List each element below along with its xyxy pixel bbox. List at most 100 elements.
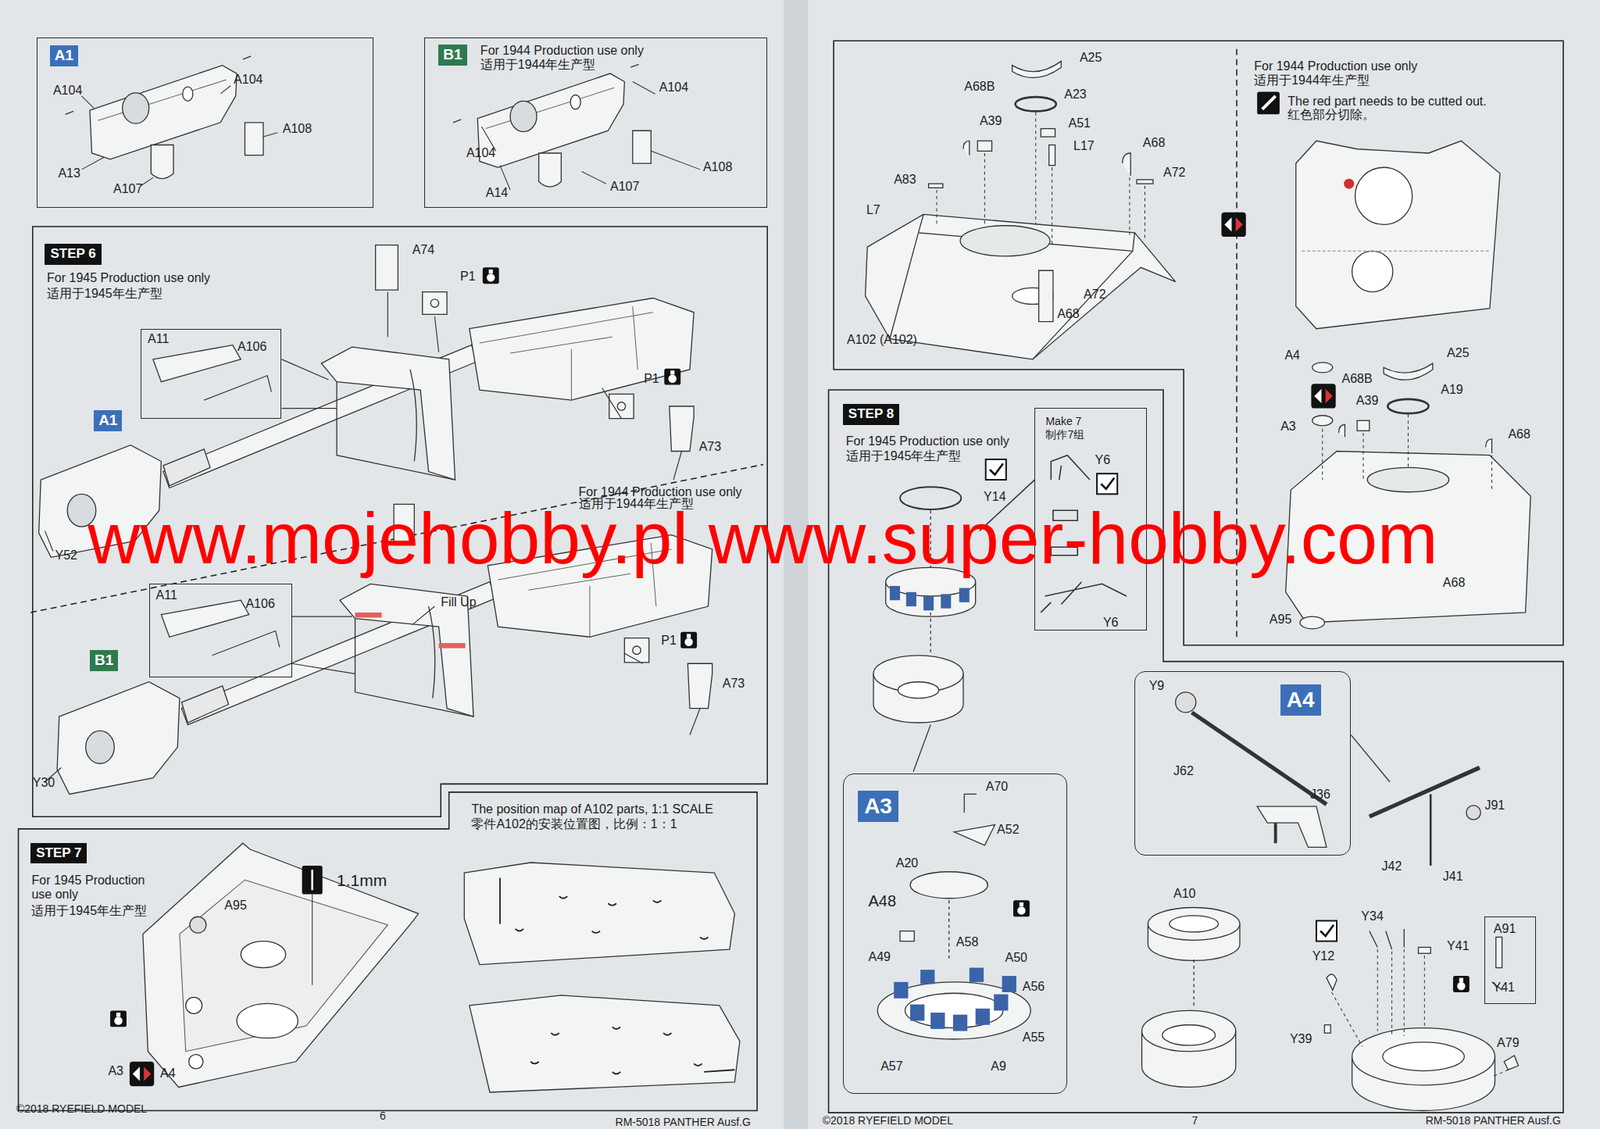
subassembly-box: A4: [1134, 671, 1351, 855]
part-label: A3: [1280, 419, 1297, 434]
note-text: 适用于1944年生产型: [480, 57, 597, 72]
step-tag: STEP 8: [842, 403, 900, 425]
part-label: A68: [1057, 307, 1079, 322]
part-label: A13: [57, 166, 80, 181]
note-text: The red part needs to be cutted out.: [1287, 94, 1486, 109]
part-tag: A4: [1280, 684, 1322, 716]
part-tag: A1: [50, 45, 79, 67]
part-label: J42: [1381, 859, 1402, 874]
part-label: Y41: [1492, 980, 1515, 995]
part-label: A52: [996, 822, 1019, 837]
part-tag: A1: [93, 410, 122, 432]
step-tag: STEP 7: [30, 842, 87, 864]
part-label: A4: [160, 1066, 176, 1081]
part-label: A107: [610, 179, 640, 194]
dimension: 1.1mm: [336, 871, 387, 890]
note-text: 适用于1945年生产型: [46, 286, 163, 301]
note-text: For 1945 Production use only: [31, 873, 159, 903]
part-label: A68B: [964, 79, 995, 94]
subassembly-box: A3: [842, 773, 1068, 1094]
footer-text: ©2018 RYEFIELD MODEL: [16, 1103, 147, 1115]
part-label: J91: [1484, 798, 1505, 813]
footer-text: RM-5018 PANTHER Ausf.G: [615, 1116, 751, 1129]
part-label: A57: [880, 1059, 903, 1074]
part-label: Fill Up: [440, 595, 476, 610]
page-number: 7: [1192, 1115, 1199, 1128]
part-label: A48: [868, 892, 897, 910]
page-number: 6: [379, 1110, 386, 1122]
part-label: L17: [1073, 139, 1095, 154]
part-label: A73: [699, 439, 722, 454]
part-label: P1: [460, 269, 476, 284]
part-label: Y39: [1289, 1032, 1312, 1047]
part-label: A70: [985, 779, 1008, 794]
part-label: A14: [485, 185, 508, 200]
part-label: A58: [956, 935, 979, 950]
part-label: A104: [466, 146, 496, 161]
note-text: 制作7组: [1045, 428, 1085, 441]
part-tag: B1: [89, 650, 118, 672]
note-text: For 1945 Production use only: [846, 434, 1010, 449]
part-label: A19: [1440, 382, 1463, 397]
part-label: A56: [1022, 979, 1045, 994]
detail-callout: A11A106: [149, 583, 293, 678]
part-label: A108: [282, 121, 312, 136]
part-label: Y12: [1312, 949, 1335, 964]
step-panel: STEP 8 For 1945 Production use only适用于194…: [828, 389, 1564, 1113]
part-label: A107: [113, 182, 143, 197]
part-tag: A1: [93, 410, 122, 432]
part-label: A25: [1446, 346, 1469, 361]
part-label: A104: [53, 83, 83, 98]
part-label: A91: [1493, 921, 1516, 936]
part-label: A9: [990, 1059, 1007, 1074]
part-label: Y30: [32, 775, 55, 790]
part-tag: B1: [438, 44, 467, 66]
part-label: A55: [1022, 1031, 1045, 1046]
part-label: Y9: [1149, 678, 1165, 693]
part-label: A49: [868, 950, 891, 965]
part-tag: A3: [857, 790, 899, 822]
part-label: A79: [1496, 1035, 1519, 1050]
part-label: A68: [1442, 575, 1465, 590]
part-label: Y52: [55, 548, 78, 563]
part-label: Y41: [1446, 939, 1469, 954]
part-label: A73: [722, 676, 745, 691]
part-label: A68: [1507, 428, 1530, 443]
part-panel: B1For 1944 Production use only适用于1944年生产…: [424, 37, 768, 208]
part-label: A74: [412, 242, 435, 258]
note-text: For 1945 Production use only: [46, 271, 211, 286]
part-label: A106: [245, 596, 275, 611]
part-label: A106: [237, 339, 267, 354]
part-label: A102 (A102): [846, 332, 918, 347]
part-label: A72: [1083, 288, 1106, 303]
part-label: P1: [643, 371, 660, 386]
part-label: Y6: [1094, 453, 1111, 468]
watermark: www.mojehobby.pl www.super-hobby.com: [87, 502, 1438, 575]
part-label: A3: [107, 1064, 124, 1079]
part-label: A25: [1079, 51, 1102, 66]
detail-callout: A11A106: [140, 328, 282, 419]
part-label: J41: [1442, 869, 1464, 884]
part-tag: B1: [89, 650, 118, 672]
note-text: 适用于1945年生产型: [31, 903, 147, 918]
part-label: A95: [224, 898, 247, 913]
note-text: Make 7: [1045, 414, 1082, 428]
map-panel: The position map of A102 parts, 1:1 SCAL…: [449, 792, 758, 1111]
part-label: A10: [1173, 886, 1196, 901]
step-panel: STEP 7 For 1945 Production use only适用于194…: [18, 828, 450, 1111]
part-label: A108: [703, 160, 733, 175]
part-label: A39: [979, 114, 1002, 129]
note-text: 适用于1944年生产型: [1253, 73, 1370, 88]
part-label: A39: [1356, 394, 1379, 409]
note-text: 红色部分切除。: [1287, 107, 1375, 122]
part-label: A50: [1005, 951, 1028, 966]
part-label: A68: [1142, 135, 1165, 150]
detail-callout: A91Y41: [1484, 916, 1536, 1004]
note-text: 零件A102的安装位置图，比例：1：1: [471, 817, 677, 832]
note-text: 适用于1945年生产型: [846, 449, 962, 464]
part-label: Y6: [1103, 615, 1119, 630]
part-label: L7: [866, 203, 881, 218]
part-label: A51: [1068, 116, 1091, 131]
part-label: A104: [659, 81, 689, 96]
part-panel: A1: [36, 37, 374, 208]
